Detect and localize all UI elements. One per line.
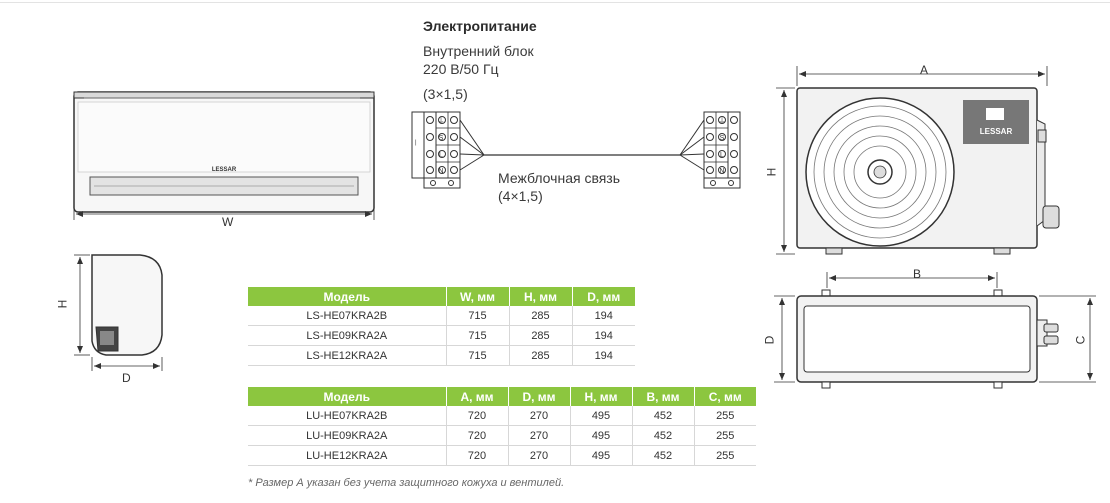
- table-row: LU-HE07KRA2B 720 270 495 452 255: [248, 406, 756, 426]
- outdoor-col-b: B, мм: [632, 387, 695, 406]
- indoor-unit-front-drawing: LESSAR: [73, 91, 375, 220]
- power-voltage: 220 В/50 Гц: [423, 61, 499, 77]
- terminal-right-0: ⏚: [719, 117, 726, 125]
- outdoor-unit-front-drawing: LESSAR: [776, 66, 1060, 255]
- terminal-left-3: N: [438, 168, 443, 175]
- table-row: LU-HE12KRA2A 720 270 495 452 255: [248, 445, 756, 466]
- terminal-left-2: L: [439, 152, 443, 159]
- w-dimension-label: W: [222, 215, 234, 229]
- terminal-block-left: |: [411, 111, 461, 189]
- outdoor-table-header: Модель A, мм D, мм H, мм B, мм C, мм: [248, 387, 756, 406]
- table-row: LU-HE09KRA2A 720 270 495 452 255: [248, 425, 756, 446]
- indoor-unit-side-drawing: [74, 254, 163, 371]
- outdoor-col-a: A, мм: [446, 387, 509, 406]
- footnote: * Размер А указан без учета защитного ко…: [248, 477, 565, 489]
- interconnect-spec: (4×1,5): [498, 188, 543, 204]
- indoor-spec-table: Модель W, мм H, мм D, мм LS-HE07KRA2B 71…: [248, 287, 635, 366]
- terminal-right-2: L: [720, 152, 724, 159]
- h-outdoor-label: H: [764, 167, 779, 177]
- table-row: LS-HE12KRA2A 715 285 194: [248, 345, 635, 366]
- terminal-left-0: ⏚: [438, 117, 445, 125]
- a-dimension-label: A: [920, 63, 929, 77]
- indoor-brand-logo: LESSAR: [212, 167, 237, 173]
- outdoor-col-d: D, мм: [508, 387, 571, 406]
- outdoor-col-c: C, мм: [694, 387, 756, 406]
- b-dimension-label: B: [913, 267, 922, 281]
- c-dimension-label: C: [1073, 335, 1088, 345]
- outdoor-spec-table: Модель A, мм D, мм H, мм B, мм C, мм LU-…: [248, 387, 756, 466]
- terminal-right-1: S: [720, 135, 725, 142]
- outdoor-col-h: H, мм: [570, 387, 633, 406]
- top-divider: [0, 2, 1110, 3]
- indoor-col-w: W, мм: [446, 287, 510, 306]
- terminal-block-right: [703, 111, 741, 189]
- indoor-table-header: Модель W, мм H, мм D, мм: [248, 287, 635, 306]
- d-outdoor-label: D: [762, 335, 777, 345]
- d-indoor-label: D: [122, 371, 131, 385]
- wiring-diagram: | ⏚ S L N ⏚ S L N: [411, 111, 741, 189]
- outdoor-brand-logo: LESSAR: [980, 127, 1013, 136]
- svg-text:|: |: [415, 140, 417, 146]
- table-row: LS-HE09KRA2A 715 285 194: [248, 325, 635, 346]
- outdoor-col-model: Модель: [248, 387, 447, 406]
- indoor-front-panel: [77, 101, 371, 173]
- outdoor-logo-plate: [963, 100, 1029, 144]
- h-indoor-label: H: [55, 299, 70, 309]
- indoor-col-h: H, мм: [509, 287, 573, 306]
- terminal-left-1: S: [439, 135, 444, 142]
- power-cable-spec: (3×1,5): [423, 86, 468, 102]
- interconnect-label: Межблочная связь: [498, 170, 621, 186]
- power-title: Электропитание: [423, 18, 537, 34]
- outdoor-unit-top-drawing: [774, 272, 1096, 389]
- indoor-col-model: Модель: [248, 287, 447, 306]
- indoor-col-d: D, мм: [572, 287, 635, 306]
- terminal-right-3: N: [719, 168, 724, 175]
- power-indoor-unit: Внутренний блок: [423, 43, 534, 59]
- table-row: LS-HE07KRA2B 715 285 194: [248, 306, 635, 326]
